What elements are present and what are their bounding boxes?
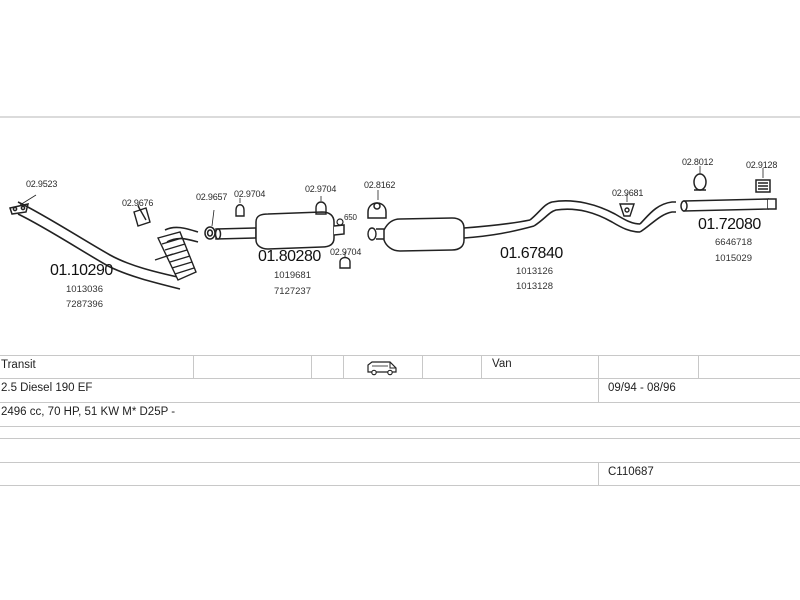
table-divider [422,355,423,378]
part-reference: 7127237 [274,286,311,297]
intermediate-pipe [164,226,199,243]
accessory-label: 02.9676 [122,198,154,208]
hanger-bracket-8162 [367,190,387,219]
accessory-label: 02.9128 [746,160,778,170]
accessory-label: 02.9681 [612,188,644,198]
table-divider [598,462,599,485]
clamp-joint [367,227,384,241]
front-pipe [17,201,183,290]
part-number: 01.80280 [258,248,321,265]
body-type-cell: Van [492,358,512,370]
table-divider [598,355,599,378]
clamp-9676 [133,203,151,227]
spec-cell: 2496 cc, 70 HP, 51 KW M* D25P - [1,406,176,418]
code-cell: C110687 [608,466,654,478]
accessory-label: 02.9704 [305,184,337,194]
part-reference: 1015029 [715,253,752,264]
accessory-label: 02.9704 [234,189,266,199]
clamp-650 [336,218,344,226]
accessory-label: 02.9704 [330,247,362,257]
accessory-label: 02.9657 [196,192,228,202]
table-divider [193,355,194,378]
clamp-ring-8012 [693,166,707,191]
part-reference: 1019681 [274,270,311,281]
years-cell: 09/94 - 08/96 [608,382,676,394]
van-icon [367,361,397,376]
table-rule [0,355,800,356]
model-cell: Transit [1,359,36,371]
part-number: 01.67840 [500,245,563,262]
table-rule [0,438,800,439]
flex-section [154,231,197,281]
accessory-label: 02.8162 [364,180,396,190]
table-divider [481,355,482,378]
part-reference: 1013128 [516,281,553,292]
rubber-hanger-d [619,194,635,217]
table-rule [0,485,800,486]
table-rule [0,462,800,463]
accessory-label: 02.9523 [26,179,58,189]
flange-gasket [9,194,37,215]
engine-cell: 2.5 Diesel 190 EF [1,382,93,394]
table-divider [343,355,344,378]
rear-muffler [383,217,535,252]
part-reference: 1013126 [516,266,553,277]
table-divider [311,355,312,378]
part-number: 01.72080 [698,216,761,233]
rubber-hanger-e [755,168,771,193]
part-reference: 7287396 [66,299,103,310]
rear-pipe [529,200,676,233]
rubber-hanger-c [339,252,351,269]
accessory-label: 650 [344,213,357,222]
part-reference: 6646718 [715,237,752,248]
tail-pipe [680,198,777,212]
part-number: 01.10290 [50,262,113,279]
table-divider [698,355,699,378]
table-divider [598,378,599,402]
table-rule [0,378,800,379]
rubber-hanger-b [315,196,327,215]
gasket-ring-9657 [204,209,216,240]
table-rule [0,402,800,403]
part-reference: 1013036 [66,284,103,295]
table-rule [0,426,800,427]
accessory-label: 02.8012 [682,157,714,167]
front-muffler [214,211,345,250]
rubber-hanger-a [235,198,245,217]
